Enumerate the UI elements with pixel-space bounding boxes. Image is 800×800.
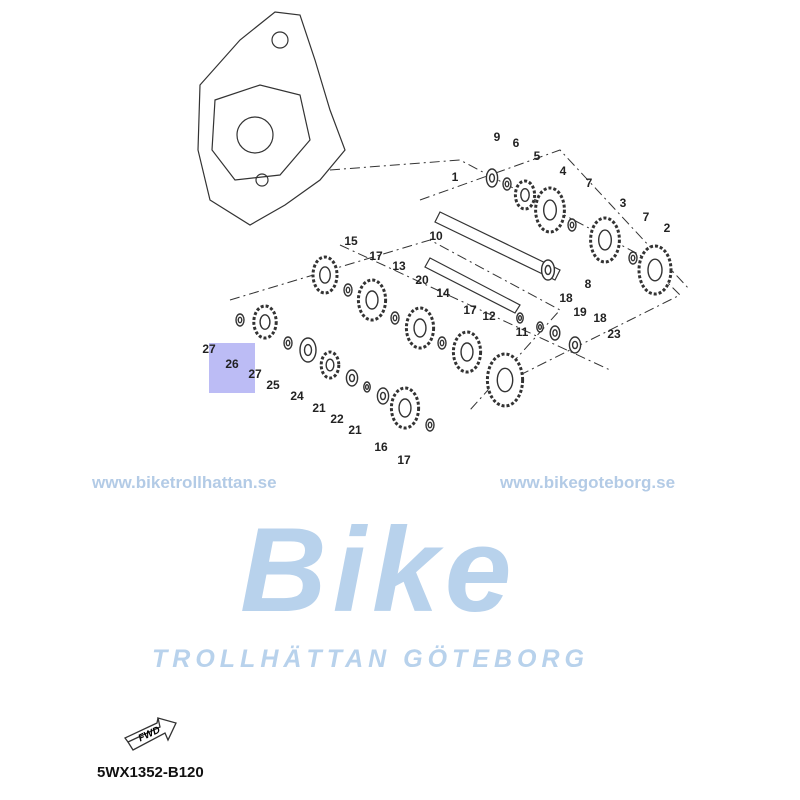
part-label[interactable]: 21: [348, 423, 362, 437]
gear-hub: [427, 421, 433, 429]
gear-hub: [496, 367, 514, 393]
gear-hub: [552, 329, 558, 337]
watermark-cities: TROLLHÄTTAN GÖTEBORG: [152, 645, 589, 673]
part-label[interactable]: 1: [451, 170, 459, 184]
gear-hub: [259, 314, 271, 330]
gear-hub: [598, 229, 613, 251]
part-label[interactable]: 16: [374, 440, 388, 454]
gear-hub: [345, 286, 351, 294]
gear-hub: [520, 187, 530, 202]
part-label[interactable]: 17: [397, 453, 411, 467]
part-label[interactable]: 10: [429, 229, 443, 243]
gear-hub: [439, 339, 445, 347]
part-label[interactable]: 14: [436, 286, 450, 300]
gear-hub: [319, 266, 331, 284]
part-label[interactable]: 7: [642, 210, 650, 224]
part-label[interactable]: 25: [266, 378, 280, 392]
gear-hub: [571, 340, 579, 350]
gear-hub: [488, 173, 496, 183]
part-label[interactable]: 19: [573, 305, 587, 319]
part-highlight: [209, 343, 255, 393]
watermark-brand: Bike: [240, 503, 518, 637]
gear-hub: [544, 264, 552, 276]
gear-hub: [647, 258, 663, 282]
part-label[interactable]: 24: [290, 389, 304, 403]
gear-hub: [460, 342, 474, 362]
gear-hub: [285, 339, 291, 347]
gear-hub: [517, 315, 523, 321]
gear-hub: [504, 180, 510, 188]
part-label[interactable]: 2: [663, 221, 671, 235]
part-label[interactable]: 6: [512, 136, 520, 150]
part-label[interactable]: 3: [619, 196, 627, 210]
gear-hub: [379, 391, 387, 401]
main-shaft: [434, 211, 561, 281]
gear-hub: [392, 314, 398, 322]
part-label[interactable]: 27: [248, 367, 262, 381]
part-label[interactable]: 26: [225, 357, 239, 371]
part-label[interactable]: 9: [493, 130, 501, 144]
gear-hub: [364, 384, 370, 390]
part-label[interactable]: 11: [515, 325, 529, 339]
gear-hub: [325, 358, 335, 372]
part-label[interactable]: 7: [585, 176, 593, 190]
part-label[interactable]: 27: [202, 342, 216, 356]
gear-hub: [537, 324, 543, 330]
part-label[interactable]: 13: [392, 259, 406, 273]
gear-hub: [365, 290, 379, 310]
diagram-code: 5WX1352-B120: [97, 764, 204, 781]
drive-shaft: [424, 257, 521, 314]
part-label[interactable]: 5: [533, 149, 541, 163]
part-label[interactable]: 12: [482, 309, 496, 323]
url-trollhattan[interactable]: www.biketrollhattan.se: [92, 473, 277, 492]
gear-hub: [569, 221, 575, 229]
part-label[interactable]: 20: [415, 273, 429, 287]
gear-hub: [398, 398, 412, 418]
part-label[interactable]: 17: [369, 249, 383, 263]
part-label[interactable]: 18: [593, 311, 607, 325]
gear-hub: [543, 199, 558, 221]
gear-hub: [303, 343, 313, 357]
part-label[interactable]: 23: [607, 327, 621, 341]
gear-hub: [237, 316, 243, 324]
part-label[interactable]: 4: [559, 164, 567, 178]
part-label[interactable]: 17: [463, 303, 477, 317]
url-goteborg[interactable]: www.bikegoteborg.se: [500, 473, 676, 492]
gear-hub: [413, 318, 427, 338]
part-label[interactable]: 22: [330, 412, 344, 426]
gear-hub: [630, 254, 636, 262]
gear-hub: [348, 373, 356, 383]
part-label[interactable]: 18: [559, 291, 573, 305]
part-label[interactable]: 15: [344, 234, 358, 248]
part-label[interactable]: 21: [312, 401, 326, 415]
crankcase-outline: [197, 11, 346, 226]
part-label[interactable]: 8: [584, 277, 592, 291]
